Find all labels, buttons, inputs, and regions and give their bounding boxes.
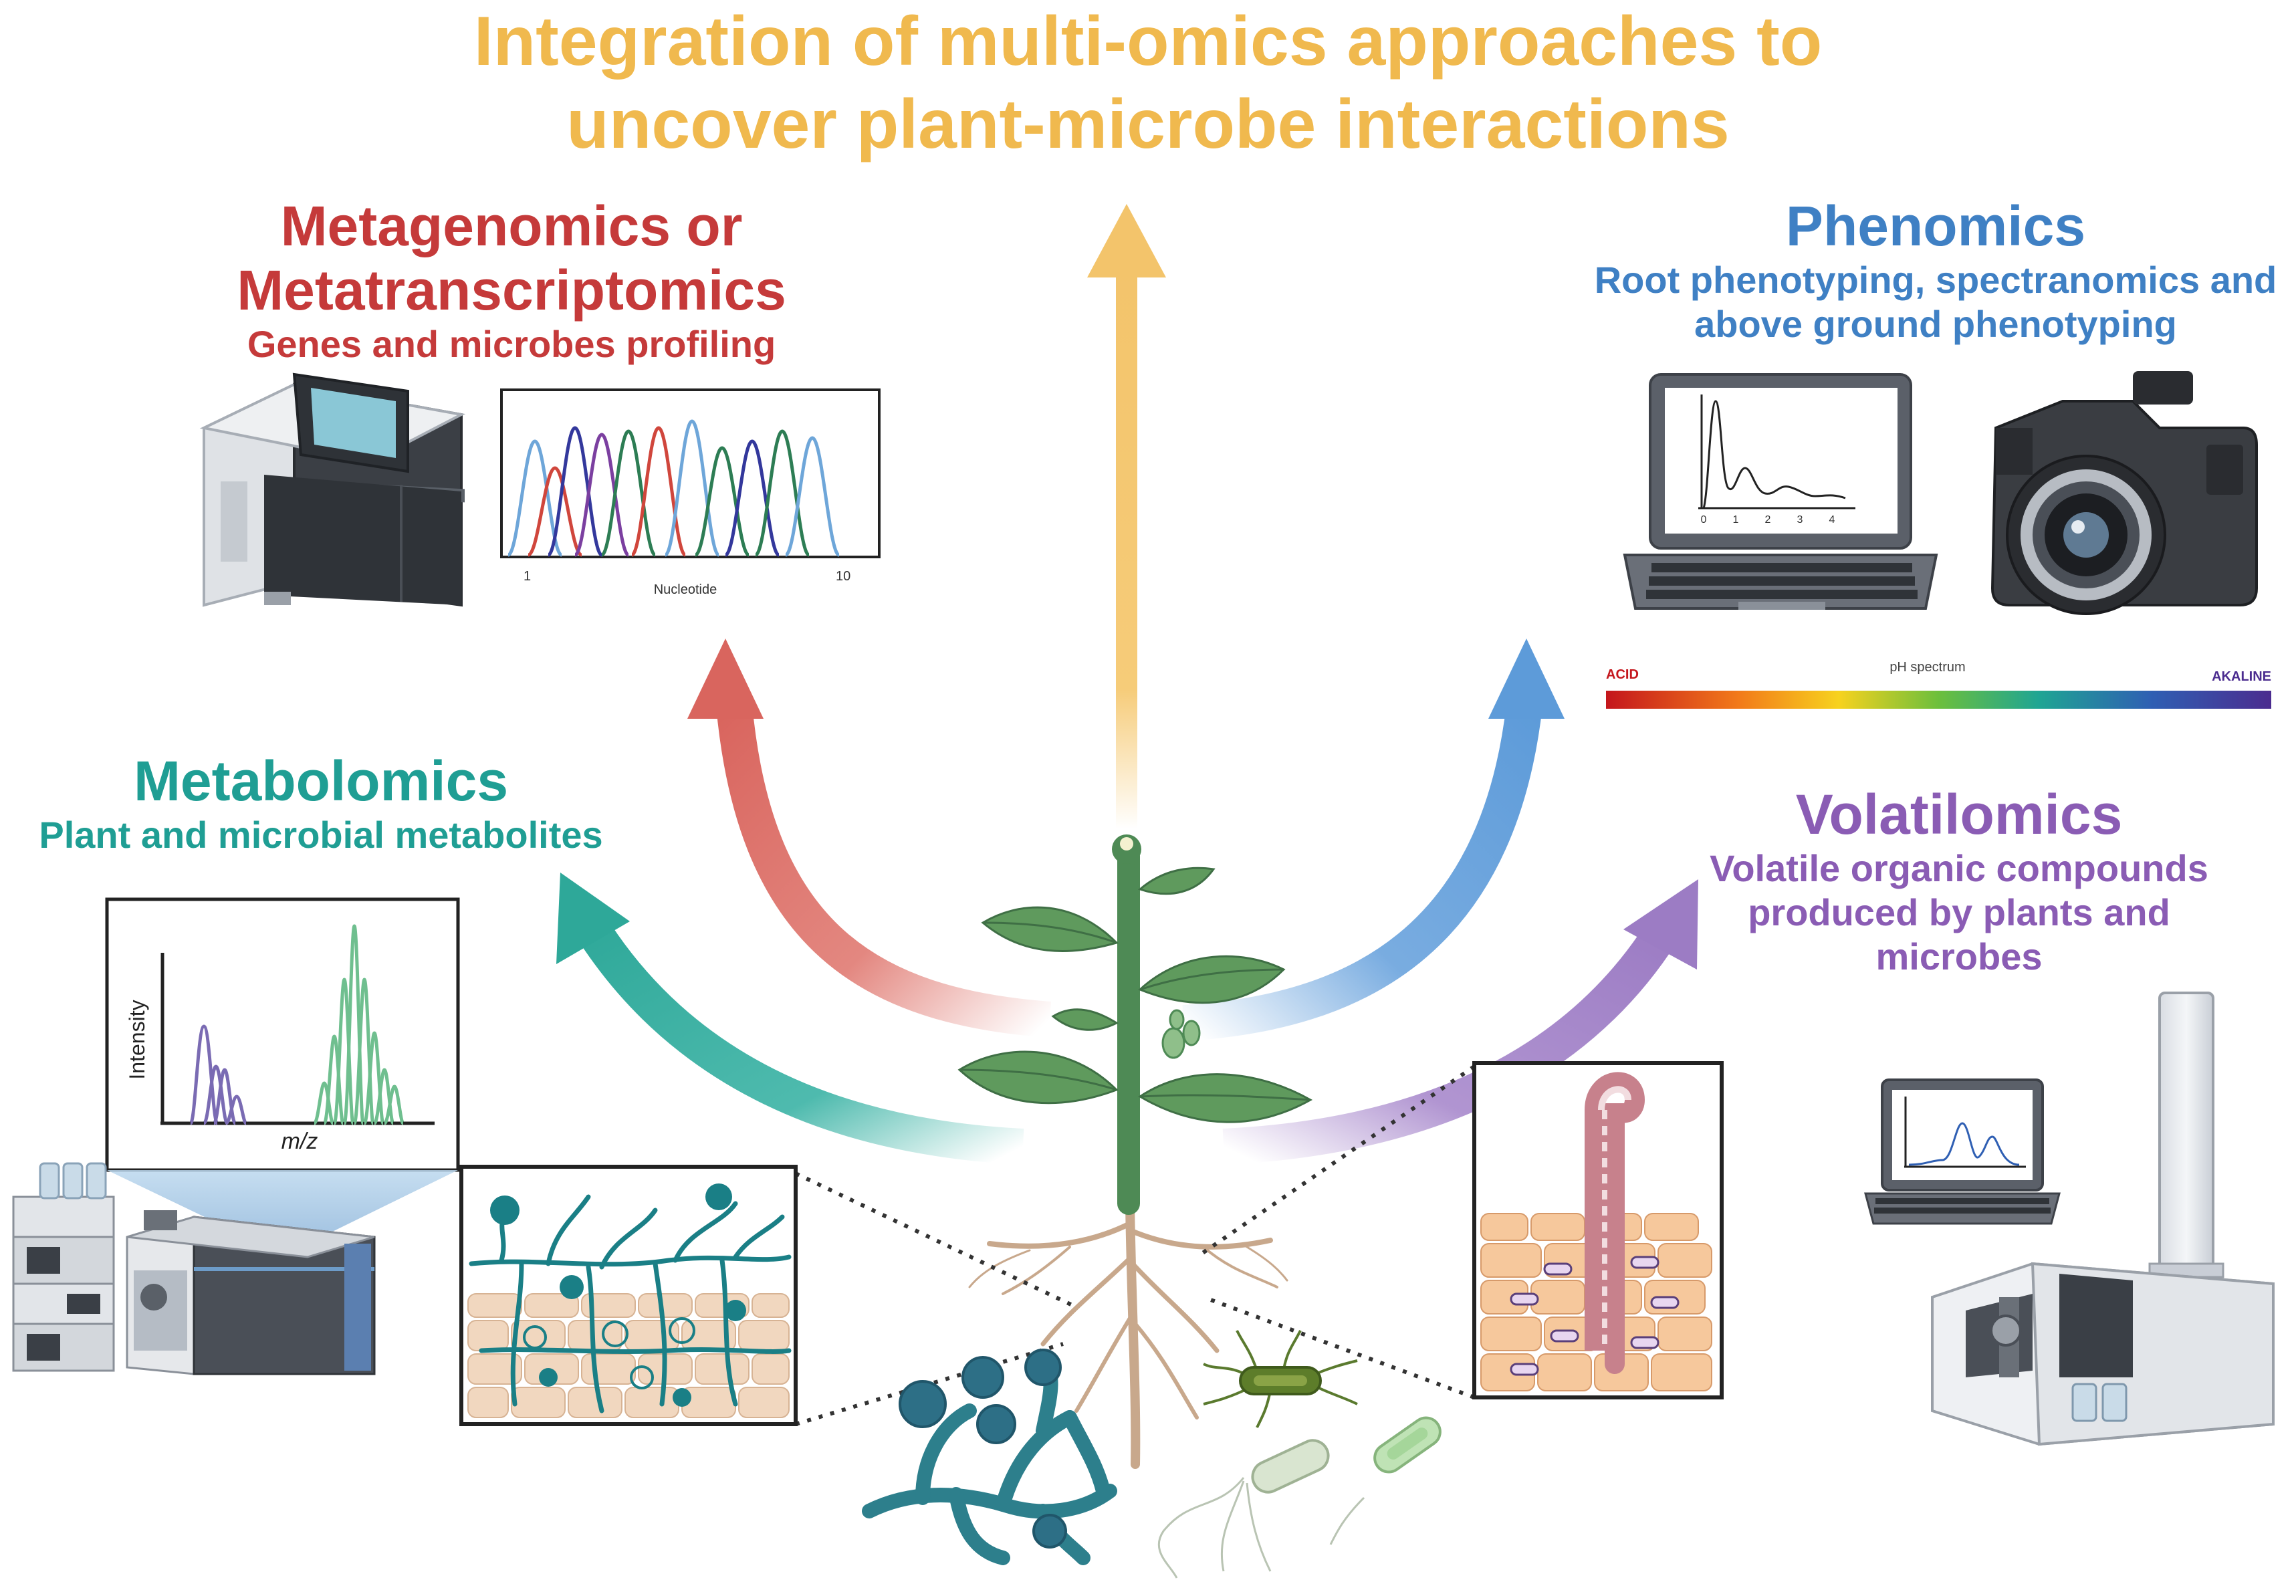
sequencer-icon	[199, 372, 466, 607]
metagenomics-heading: Metagenomics or Metatranscriptomics Gene…	[134, 194, 889, 366]
gc-ms-instrument-icon	[1931, 992, 2275, 1446]
root-bacteria-inset	[1472, 1061, 1724, 1399]
spectrum-y-label: Intensity	[125, 1000, 149, 1079]
laptop-tick-1: 1	[1733, 514, 1739, 526]
fungus-icon	[862, 1349, 1117, 1565]
root-fungi-inset	[459, 1165, 798, 1426]
volatilomics-title: Volatilomics	[1795, 783, 2123, 846]
title-line-1: Integration of multi-omics approaches to	[473, 3, 1823, 80]
metabolomics-subtitle: Plant and microbial metabolites	[39, 814, 603, 856]
volatilomics-subtitle-line-3: microbes	[1875, 935, 2043, 978]
ph-center-label: pH spectrum	[1889, 660, 1965, 675]
title-line-2: uncover plant-microbe interactions	[566, 86, 1730, 163]
mass-spectrum-panel: Intensity m/z	[105, 897, 460, 1172]
phenomics-arrow	[1182, 639, 1565, 1041]
chromatogram-x-start: 1	[524, 569, 531, 584]
phenomics-heading: Phenomics Root phenotyping, spectranomic…	[1558, 194, 2296, 346]
spectrum-x-label: m/z	[281, 1129, 318, 1154]
volatilomics-heading: Volatilomics Volatile organic compounds …	[1651, 782, 2267, 979]
metabolomics-heading: Metabolomics Plant and microbial metabol…	[13, 749, 628, 857]
chromatogram-x-end: 10	[836, 569, 850, 584]
metagenomics-title-line-2: Metatranscriptomics	[237, 259, 786, 322]
ph-right-label: AKALINE	[2212, 669, 2271, 684]
ph-spectrum-bar: ACID pH spectrum AKALINE	[1606, 660, 2271, 709]
connector-lines	[794, 1064, 1476, 1426]
metabolomics-arrow	[556, 873, 1024, 1165]
plant-icon	[957, 834, 1313, 1469]
metagenomics-arrow	[687, 639, 1052, 1038]
gc-laptop-icon	[1864, 1078, 2061, 1225]
volatilomics-subtitle-line-1: Volatile organic compounds	[1710, 847, 2208, 889]
ms-peaks-small	[189, 1024, 248, 1125]
diagram-title: Integration of multi-omics approaches to…	[0, 0, 2296, 166]
laptop-tick-0: 0	[1701, 514, 1707, 526]
bacteria-icon	[1157, 1330, 1442, 1579]
phenomics-subtitle-line-2: above ground phenotyping	[1694, 303, 2177, 345]
central-arrow	[1087, 204, 1166, 829]
laptop-tick-3: 3	[1797, 514, 1803, 526]
volatilomics-subtitle-line-2: produced by plants and	[1748, 891, 2170, 933]
metabolomics-title: Metabolomics	[133, 750, 509, 812]
lc-ms-instrument-icon	[12, 1162, 376, 1375]
ph-left-label: ACID	[1606, 667, 1639, 682]
laptop-plot	[1698, 394, 1855, 509]
laptop-tick-4: 4	[1829, 514, 1835, 526]
phenomics-title: Phenomics	[1785, 195, 2086, 257]
laptop-tick-2: 2	[1765, 514, 1771, 526]
laptop-icon: 0 1 2 3 4	[1623, 373, 1938, 610]
ms-peaks-large	[312, 924, 405, 1125]
spectrum-funnel	[107, 1170, 458, 1250]
chromatogram-x-label: Nucleotide	[654, 582, 717, 597]
chromatogram-peaks	[507, 419, 841, 557]
chromatogram-panel: 1 10 Nucleotide	[500, 388, 881, 597]
phenomics-subtitle-line-1: Root phenotyping, spectranomics and	[1594, 259, 2277, 301]
metagenomics-title-line-1: Metagenomics or	[280, 195, 743, 257]
metagenomics-subtitle: Genes and microbes profiling	[247, 323, 776, 365]
camera-icon	[1990, 371, 2258, 615]
